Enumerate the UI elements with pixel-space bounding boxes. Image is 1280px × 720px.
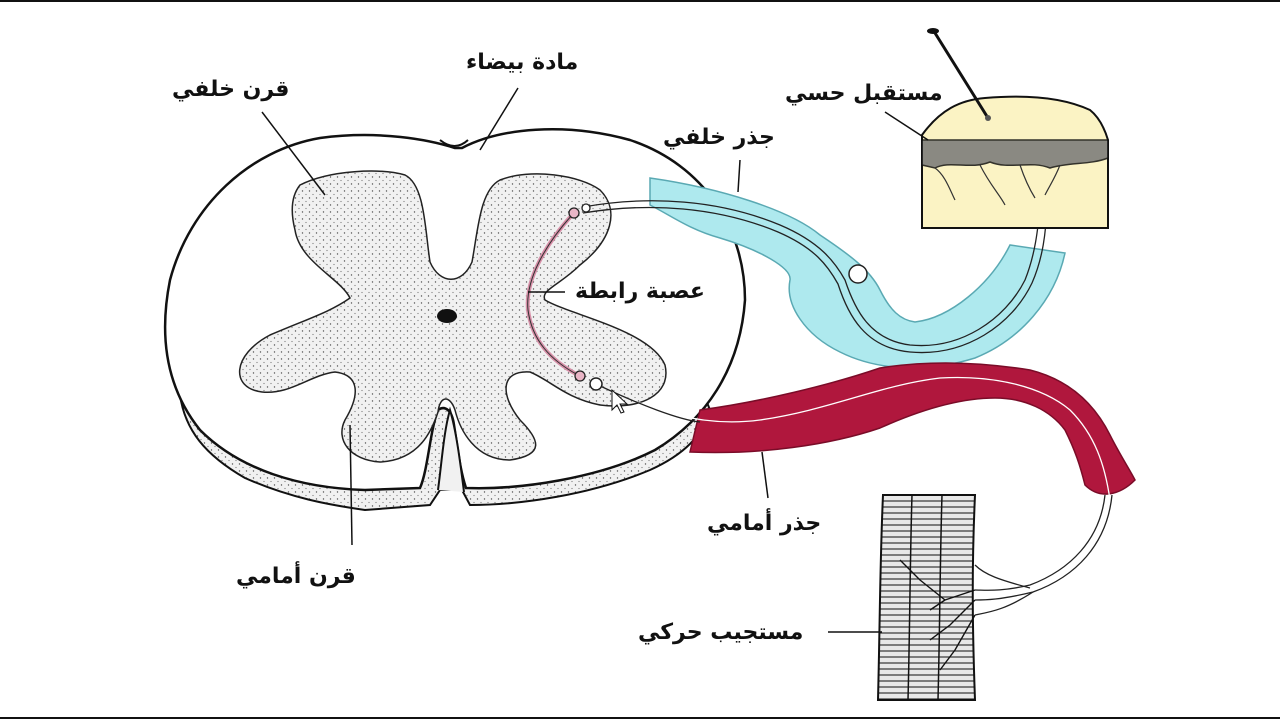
leader-posterior-horn: [261, 111, 326, 196]
leader-ventral-root: [761, 451, 769, 499]
ventral-root-shape: [689, 362, 1136, 495]
synapse-dorsal-terminal: [581, 203, 591, 213]
motor-neuron-fiber: [595, 376, 1111, 501]
motor-fiber-extension: [595, 383, 1113, 616]
label-posterior-horn: قرن خلفي: [172, 77, 290, 102]
label-leader-lines: [261, 87, 929, 633]
leader-anterior-horn: [349, 424, 353, 546]
label-white-matter: مادة بيضاء: [466, 50, 579, 75]
label-anterior-horn: قرن أمامي: [236, 564, 356, 589]
label-motor-effector: مستجيب حركي: [638, 620, 804, 645]
muscle-effector: [876, 494, 977, 701]
dorsal-median-sulcus: [439, 139, 469, 147]
skin-sample: [921, 95, 1109, 229]
motor-cell-body: [589, 377, 603, 391]
mouse-cursor-icon: [611, 388, 629, 414]
bottom-frame-border: [0, 717, 1280, 719]
leader-white-matter: [479, 87, 519, 151]
leader-dorsal-root: [737, 159, 741, 193]
pin-stimulus: [927, 28, 991, 121]
label-interneuron: عصبة رابطة: [575, 279, 705, 304]
synapse-dorsal: [568, 207, 580, 219]
leader-sensory-receptor: [884, 111, 929, 141]
ganglion-cell-body: [848, 264, 868, 284]
label-sensory-receptor: مستقبل حسي: [785, 81, 943, 106]
label-ventral-root: جذر أمامي: [707, 511, 822, 536]
central-canal: [437, 309, 457, 323]
ventral-median-fissure: [437, 406, 465, 493]
interneuron-path: [525, 213, 579, 377]
label-dorsal-root: جذر خلفي: [663, 125, 775, 150]
top-frame-border: [0, 0, 1280, 2]
synapse-ventral: [574, 370, 586, 382]
